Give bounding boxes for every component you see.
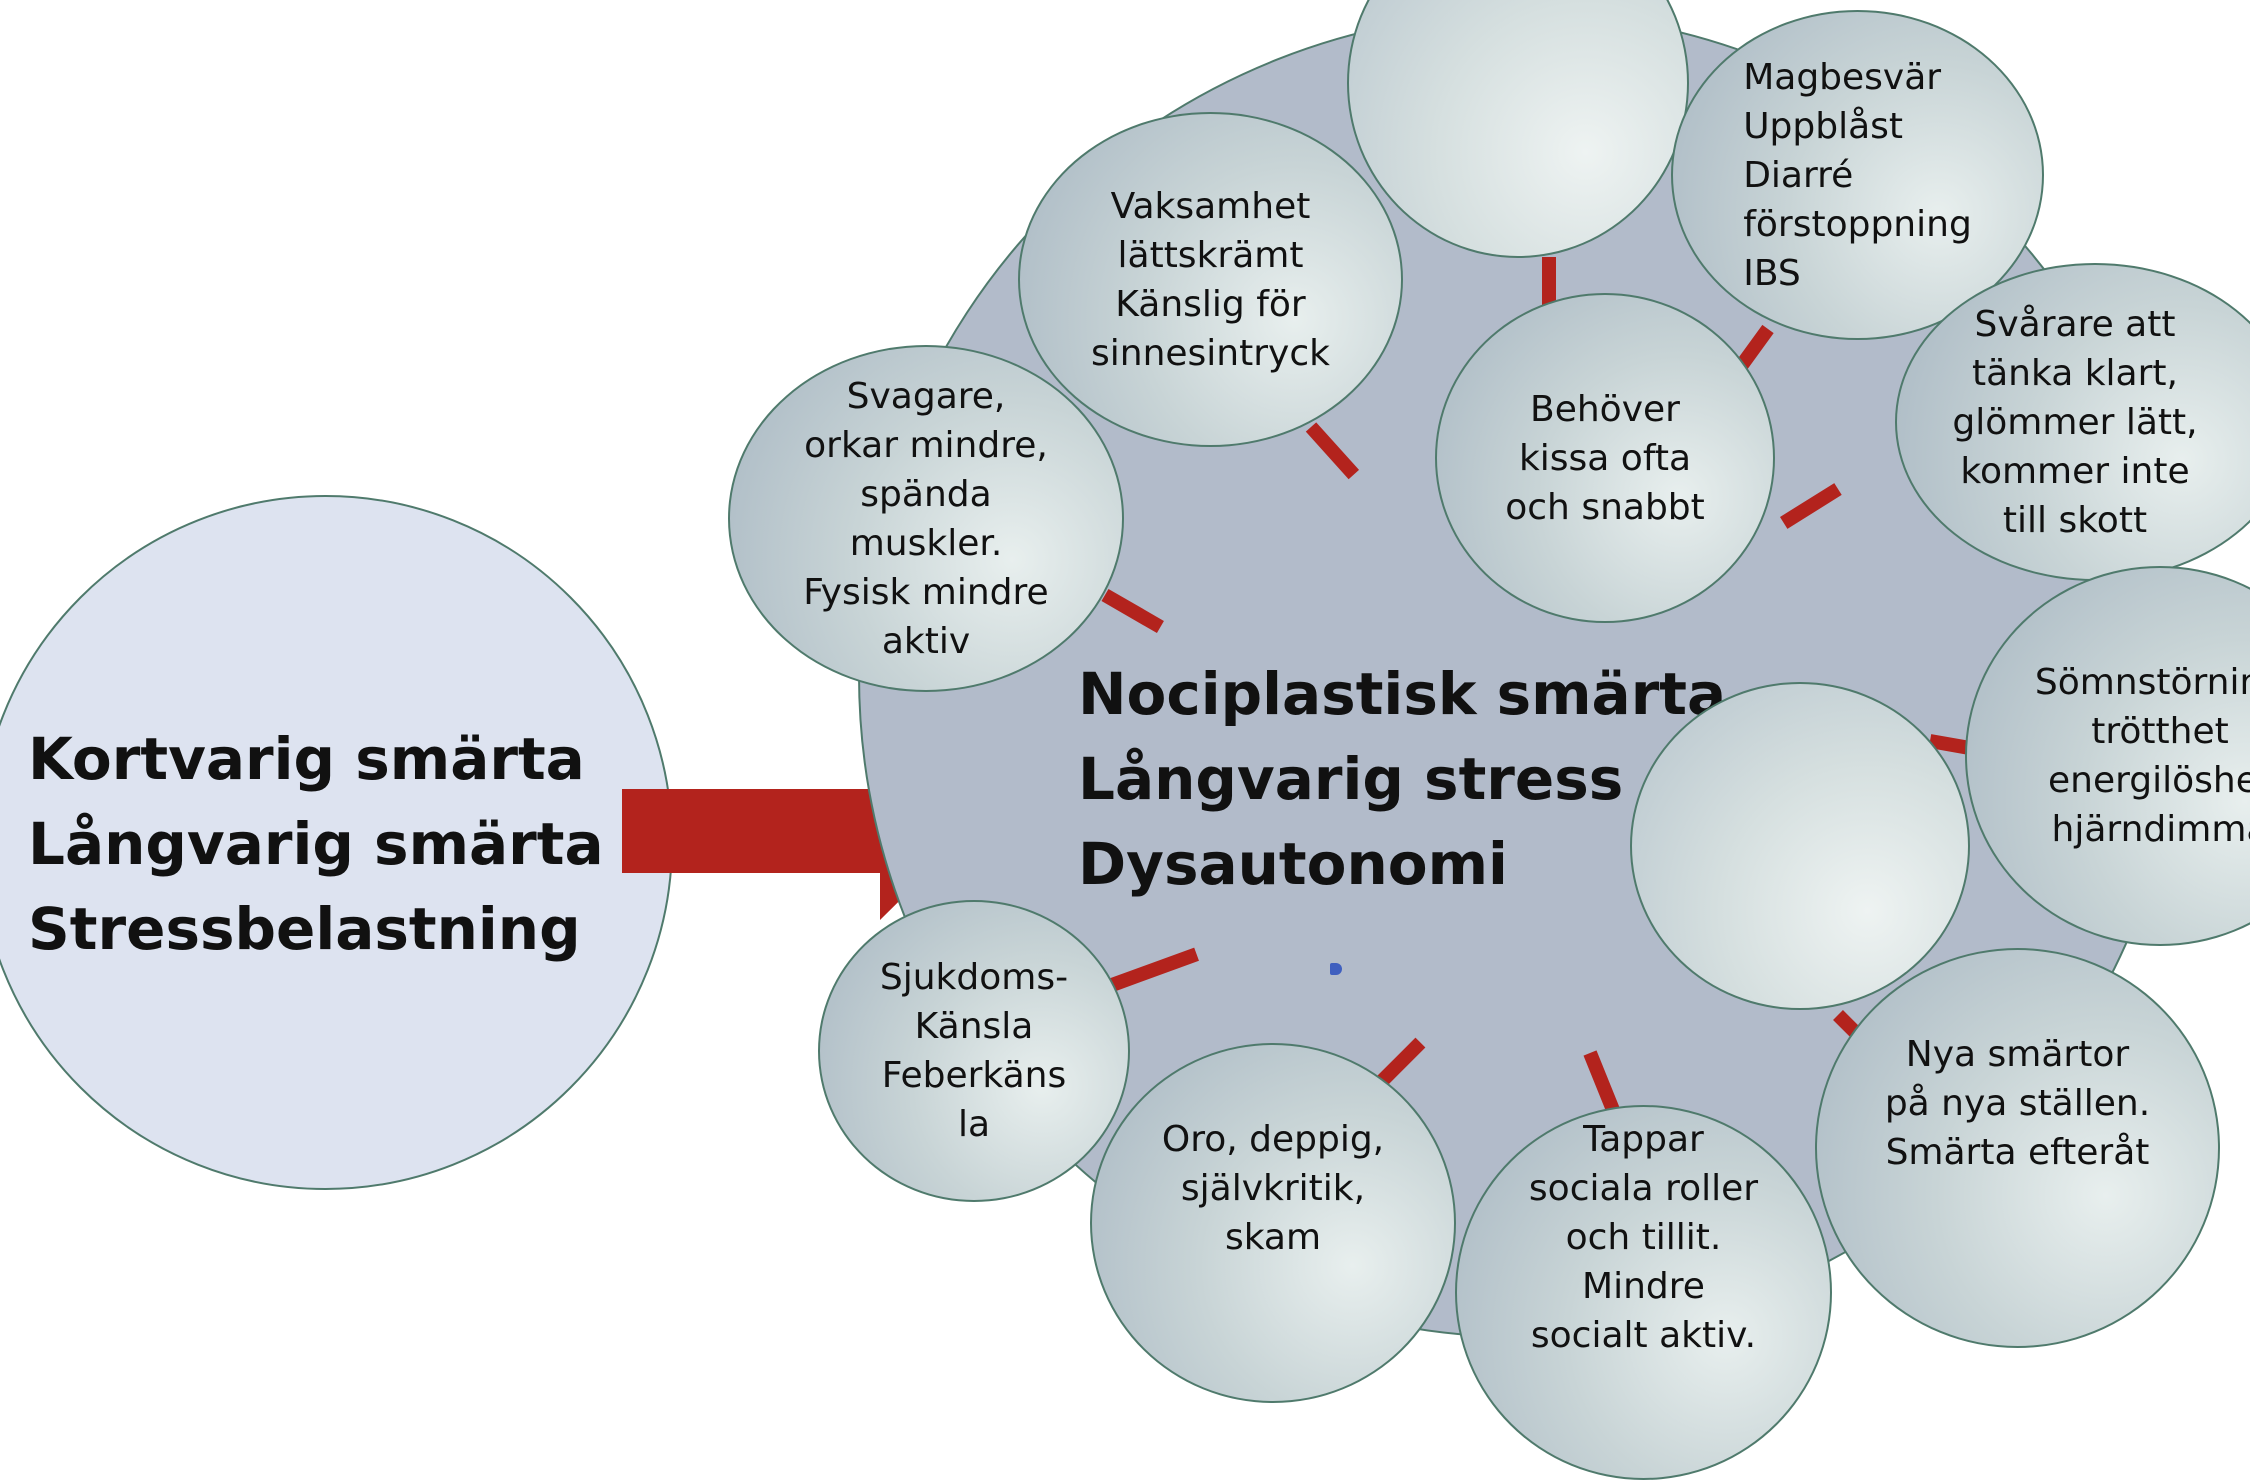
symptom-circle-svagare: Svagare, orkar mindre, spända muskler. F…: [728, 345, 1124, 692]
symptom-text: Tappar sociala roller och tillit. Mindre…: [1528, 1119, 1759, 1356]
symptom-circle-sjukdom: Sjukdoms- Känsla Feberkäns la: [818, 900, 1130, 1202]
center-text: Nociplastisk smärta Långvarig stress Dys…: [1078, 660, 1727, 898]
symptom-circle-magbesvar: Magbesvär Uppblåst Diarré förstoppning I…: [1671, 10, 2044, 340]
symptom-text: Sjukdoms- Känsla Feberkäns la: [879, 957, 1069, 1145]
symptom-text: Nya smärtor på nya ställen. Smärta efter…: [1884, 1033, 2151, 1173]
symptom-text: Sömnstörning trötthet energilöshet hjärn…: [2034, 662, 2250, 850]
cause-text: Kortvarig smärta Långvarig smärta Stress…: [28, 725, 604, 963]
symptom-text: Svagare, orkar mindre, spända muskler. F…: [803, 375, 1049, 662]
symptom-circle-tanka: Svårare att tänka klart, glömmer lätt, k…: [1895, 263, 2250, 581]
symptom-circle-smartor: Nya smärtor på nya ställen. Smärta efter…: [1815, 948, 2220, 1348]
symptom-circle-tappar: Tappar sociala roller och tillit. Mindre…: [1455, 1105, 1832, 1480]
symptom-circle-vaksamhet: Vaksamhet lättskrämt Känslig för sinnesi…: [1018, 112, 1403, 447]
symptom-circle-oro: Oro, deppig, självkritik, skam: [1090, 1043, 1456, 1403]
cursor-marker-icon: [1330, 963, 1342, 975]
symptom-circle-kissa: Behöver kissa ofta och snabbt: [1435, 293, 1775, 623]
symptom-circle-empty-right: [1630, 682, 1970, 1010]
cause-circle: [0, 495, 673, 1190]
symptom-text: Vaksamhet lättskrämt Känslig för sinnesi…: [1091, 185, 1330, 374]
symptom-text: Behöver kissa ofta och snabbt: [1505, 388, 1705, 528]
symptom-text: Svårare att tänka klart, glömmer lätt, k…: [1952, 303, 2198, 541]
symptom-text: Magbesvär Uppblåst Diarré förstoppning I…: [1743, 56, 1972, 294]
symptom-text: Oro, deppig, självkritik, skam: [1161, 1118, 1385, 1258]
